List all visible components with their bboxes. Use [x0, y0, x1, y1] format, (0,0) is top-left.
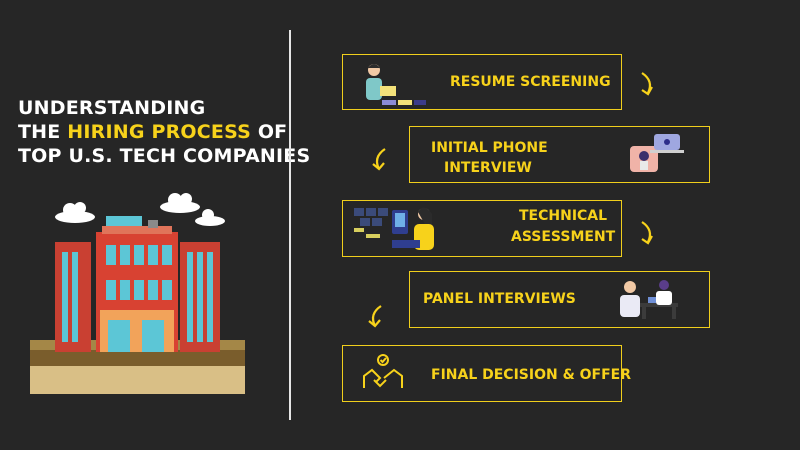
step-panel-interviews	[409, 271, 710, 328]
step-final-decision-offer	[342, 345, 622, 402]
step-technical-assessment	[342, 200, 622, 257]
step-label-line-2: ASSESSMENT	[511, 229, 616, 245]
curved-arrow-icon	[641, 72, 653, 96]
step-resume-screening	[342, 54, 622, 110]
handshake-icon	[363, 354, 403, 388]
interview-table-icon	[620, 280, 678, 319]
curved-arrow-icon	[372, 148, 386, 171]
curved-arrow-icon	[368, 305, 382, 328]
office-building-illustration	[30, 193, 245, 394]
curved-arrow-icon	[641, 221, 653, 245]
title-line-1: UNDERSTANDING	[18, 97, 206, 119]
step-label: PANEL INTERVIEWS	[423, 291, 576, 307]
vertical-divider	[289, 30, 291, 420]
step-initial-phone-interview	[409, 126, 710, 183]
title-line-3: TOP U.S. TECH COMPANIES	[18, 145, 311, 167]
page-title: UNDERSTANDING THE HIRING PROCESS OF TOP …	[18, 96, 311, 168]
cloud-icon	[195, 209, 225, 226]
step-label-line-1: INITIAL PHONE	[431, 140, 548, 156]
step-label: RESUME SCREENING	[450, 74, 611, 90]
title-line-2: THE HIRING PROCESS OF	[18, 121, 288, 143]
step-label-line-1: TECHNICAL	[519, 208, 608, 224]
step-label-line-2: INTERVIEW	[444, 160, 532, 176]
video-call-icon	[630, 134, 684, 172]
title-highlight: HIRING PROCESS	[67, 121, 251, 143]
step-label: FINAL DECISION & OFFER	[431, 367, 632, 383]
cloud-icon	[160, 193, 200, 213]
cloud-icon	[55, 202, 95, 223]
person-at-laptop-icon	[366, 64, 426, 105]
coding-screens-icon	[354, 207, 434, 250]
